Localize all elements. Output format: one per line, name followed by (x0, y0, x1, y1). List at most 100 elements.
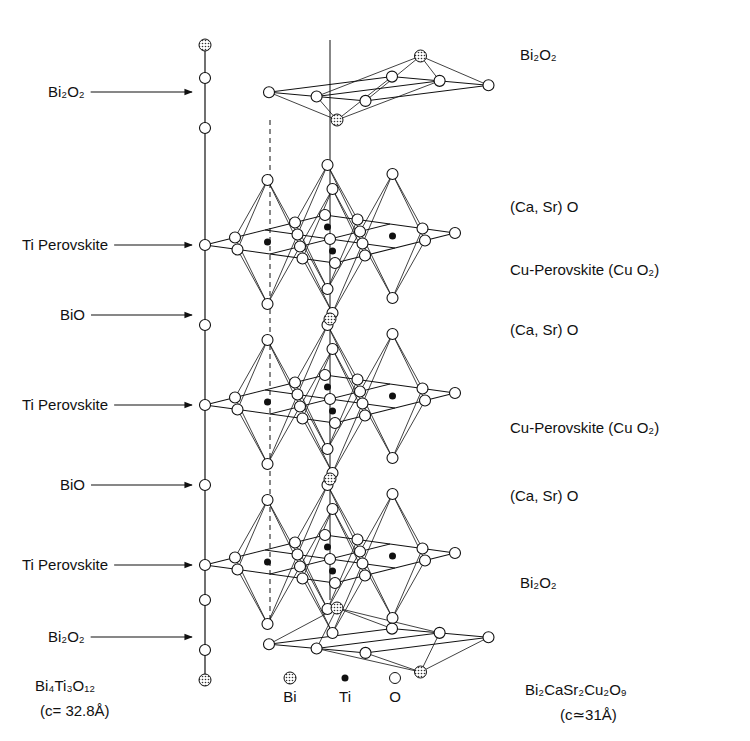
ti-atom (264, 399, 271, 406)
bi-atom (324, 313, 336, 325)
o-atom (200, 73, 211, 84)
layer-label: Ti Perovskite (22, 397, 108, 414)
o-atom (327, 628, 338, 639)
o-atom (297, 573, 308, 584)
bond-line (238, 250, 268, 305)
o-atom (360, 647, 371, 658)
legend-symbol (337, 670, 353, 686)
bond-line (393, 561, 426, 619)
bond-line (393, 401, 426, 459)
legend-symbol (282, 670, 298, 686)
legend-symbol (387, 670, 403, 686)
bond-line (265, 230, 395, 248)
o-atom (387, 613, 398, 624)
o-atom (387, 71, 398, 82)
bond-line (270, 224, 390, 254)
bond-line (421, 633, 440, 672)
o-atom (327, 344, 338, 355)
o-atom (357, 558, 368, 569)
bond-line (360, 174, 393, 232)
layer-label: Cu-Perovskite (Cu O₂) (510, 262, 659, 279)
o-atom (264, 87, 275, 98)
bond-line (393, 241, 426, 299)
bond-line (393, 549, 423, 619)
bond-line (270, 384, 390, 414)
bond-line (328, 325, 358, 380)
o-atom (325, 234, 336, 245)
o-atom (417, 543, 428, 554)
layer-label: BiO (60, 307, 85, 324)
o-atom (262, 335, 273, 346)
bond-line (265, 550, 395, 568)
bond-line (235, 180, 268, 238)
o-atom (322, 160, 333, 171)
bond-line (328, 485, 358, 540)
bi-atom (415, 666, 427, 678)
bond-line (360, 334, 393, 392)
o-atom (297, 413, 308, 424)
o-atom (322, 444, 333, 455)
bond-line (393, 494, 423, 549)
bond-line (363, 174, 393, 244)
o-atom (327, 184, 338, 195)
ti-atom (324, 544, 331, 551)
bond-line (303, 349, 333, 419)
o-atom (355, 386, 366, 397)
o-atom (360, 250, 371, 261)
bond-line (235, 340, 268, 398)
o-atom (387, 623, 398, 634)
o-atom (320, 370, 331, 381)
bond-line (366, 653, 421, 672)
pointer-arrow (91, 636, 192, 637)
bond-line (393, 229, 423, 299)
legend-atom (390, 673, 401, 684)
o-atom (290, 377, 301, 388)
bond-line (393, 174, 423, 229)
o-atom (295, 241, 306, 252)
bond-line (363, 494, 393, 564)
layer-label: Ti Perovskite (22, 237, 108, 254)
bond-line (268, 567, 301, 625)
formula-label: (c= 32.8Å) (40, 703, 110, 720)
bond-line (298, 485, 328, 555)
o-atom (232, 244, 243, 255)
bi-atom (331, 114, 343, 126)
legend-atom (284, 672, 296, 684)
layer-label: BiO (60, 477, 85, 494)
o-atom (483, 80, 494, 91)
bond-line (268, 247, 301, 305)
pointer-arrow (114, 244, 192, 245)
o-atom (290, 537, 301, 548)
bi2o2-plane (269, 629, 489, 653)
ti-atom (329, 248, 336, 255)
bond-line (303, 189, 333, 259)
o-atom (327, 504, 338, 515)
o-atom (292, 229, 303, 240)
bond-line (238, 340, 268, 410)
bond-line (393, 334, 423, 389)
ti-atom (389, 393, 396, 400)
o-atom (450, 228, 461, 239)
o-atom (434, 75, 445, 86)
bond-line (303, 419, 333, 474)
o-atom (420, 395, 431, 406)
o-atom (360, 410, 371, 421)
ti-atom (324, 224, 331, 231)
o-atom (290, 217, 301, 228)
o-atom (352, 374, 363, 385)
o-atom (355, 546, 366, 557)
bond-line (328, 220, 358, 290)
layer-label: Ti Perovskite (22, 557, 108, 574)
o-atom (292, 389, 303, 400)
o-atom (387, 293, 398, 304)
bond-line (393, 389, 423, 459)
bond-line (270, 544, 390, 574)
ti-atom (389, 553, 396, 560)
o-atom (325, 554, 336, 565)
o-atom (330, 258, 341, 269)
ti-atom (329, 408, 336, 415)
o-atom (262, 299, 273, 310)
o-atom (262, 175, 273, 186)
o-atom (352, 534, 363, 545)
